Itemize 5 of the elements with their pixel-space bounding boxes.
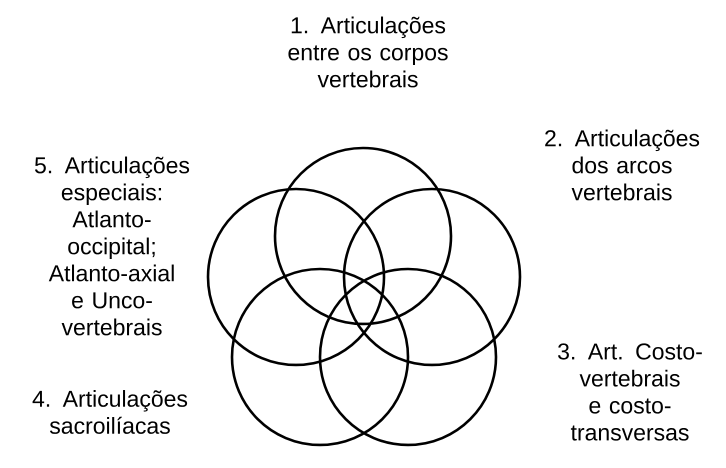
joint-label: 4. Articulações sacroilíacas bbox=[32, 390, 188, 434]
joint-label: 2. Articulações dos arcos vertebrais bbox=[545, 130, 700, 200]
joint-label: 5. Articulações especiais: Atlanto-occipital; Atlanto-axial e Unco-vertebrais bbox=[34, 156, 190, 336]
joint-label: 1. Articulações entre os corpos vertebrais bbox=[288, 16, 448, 88]
joint-label: 3. Art. Costo-vertebrais e costo-transversas bbox=[558, 343, 702, 441]
